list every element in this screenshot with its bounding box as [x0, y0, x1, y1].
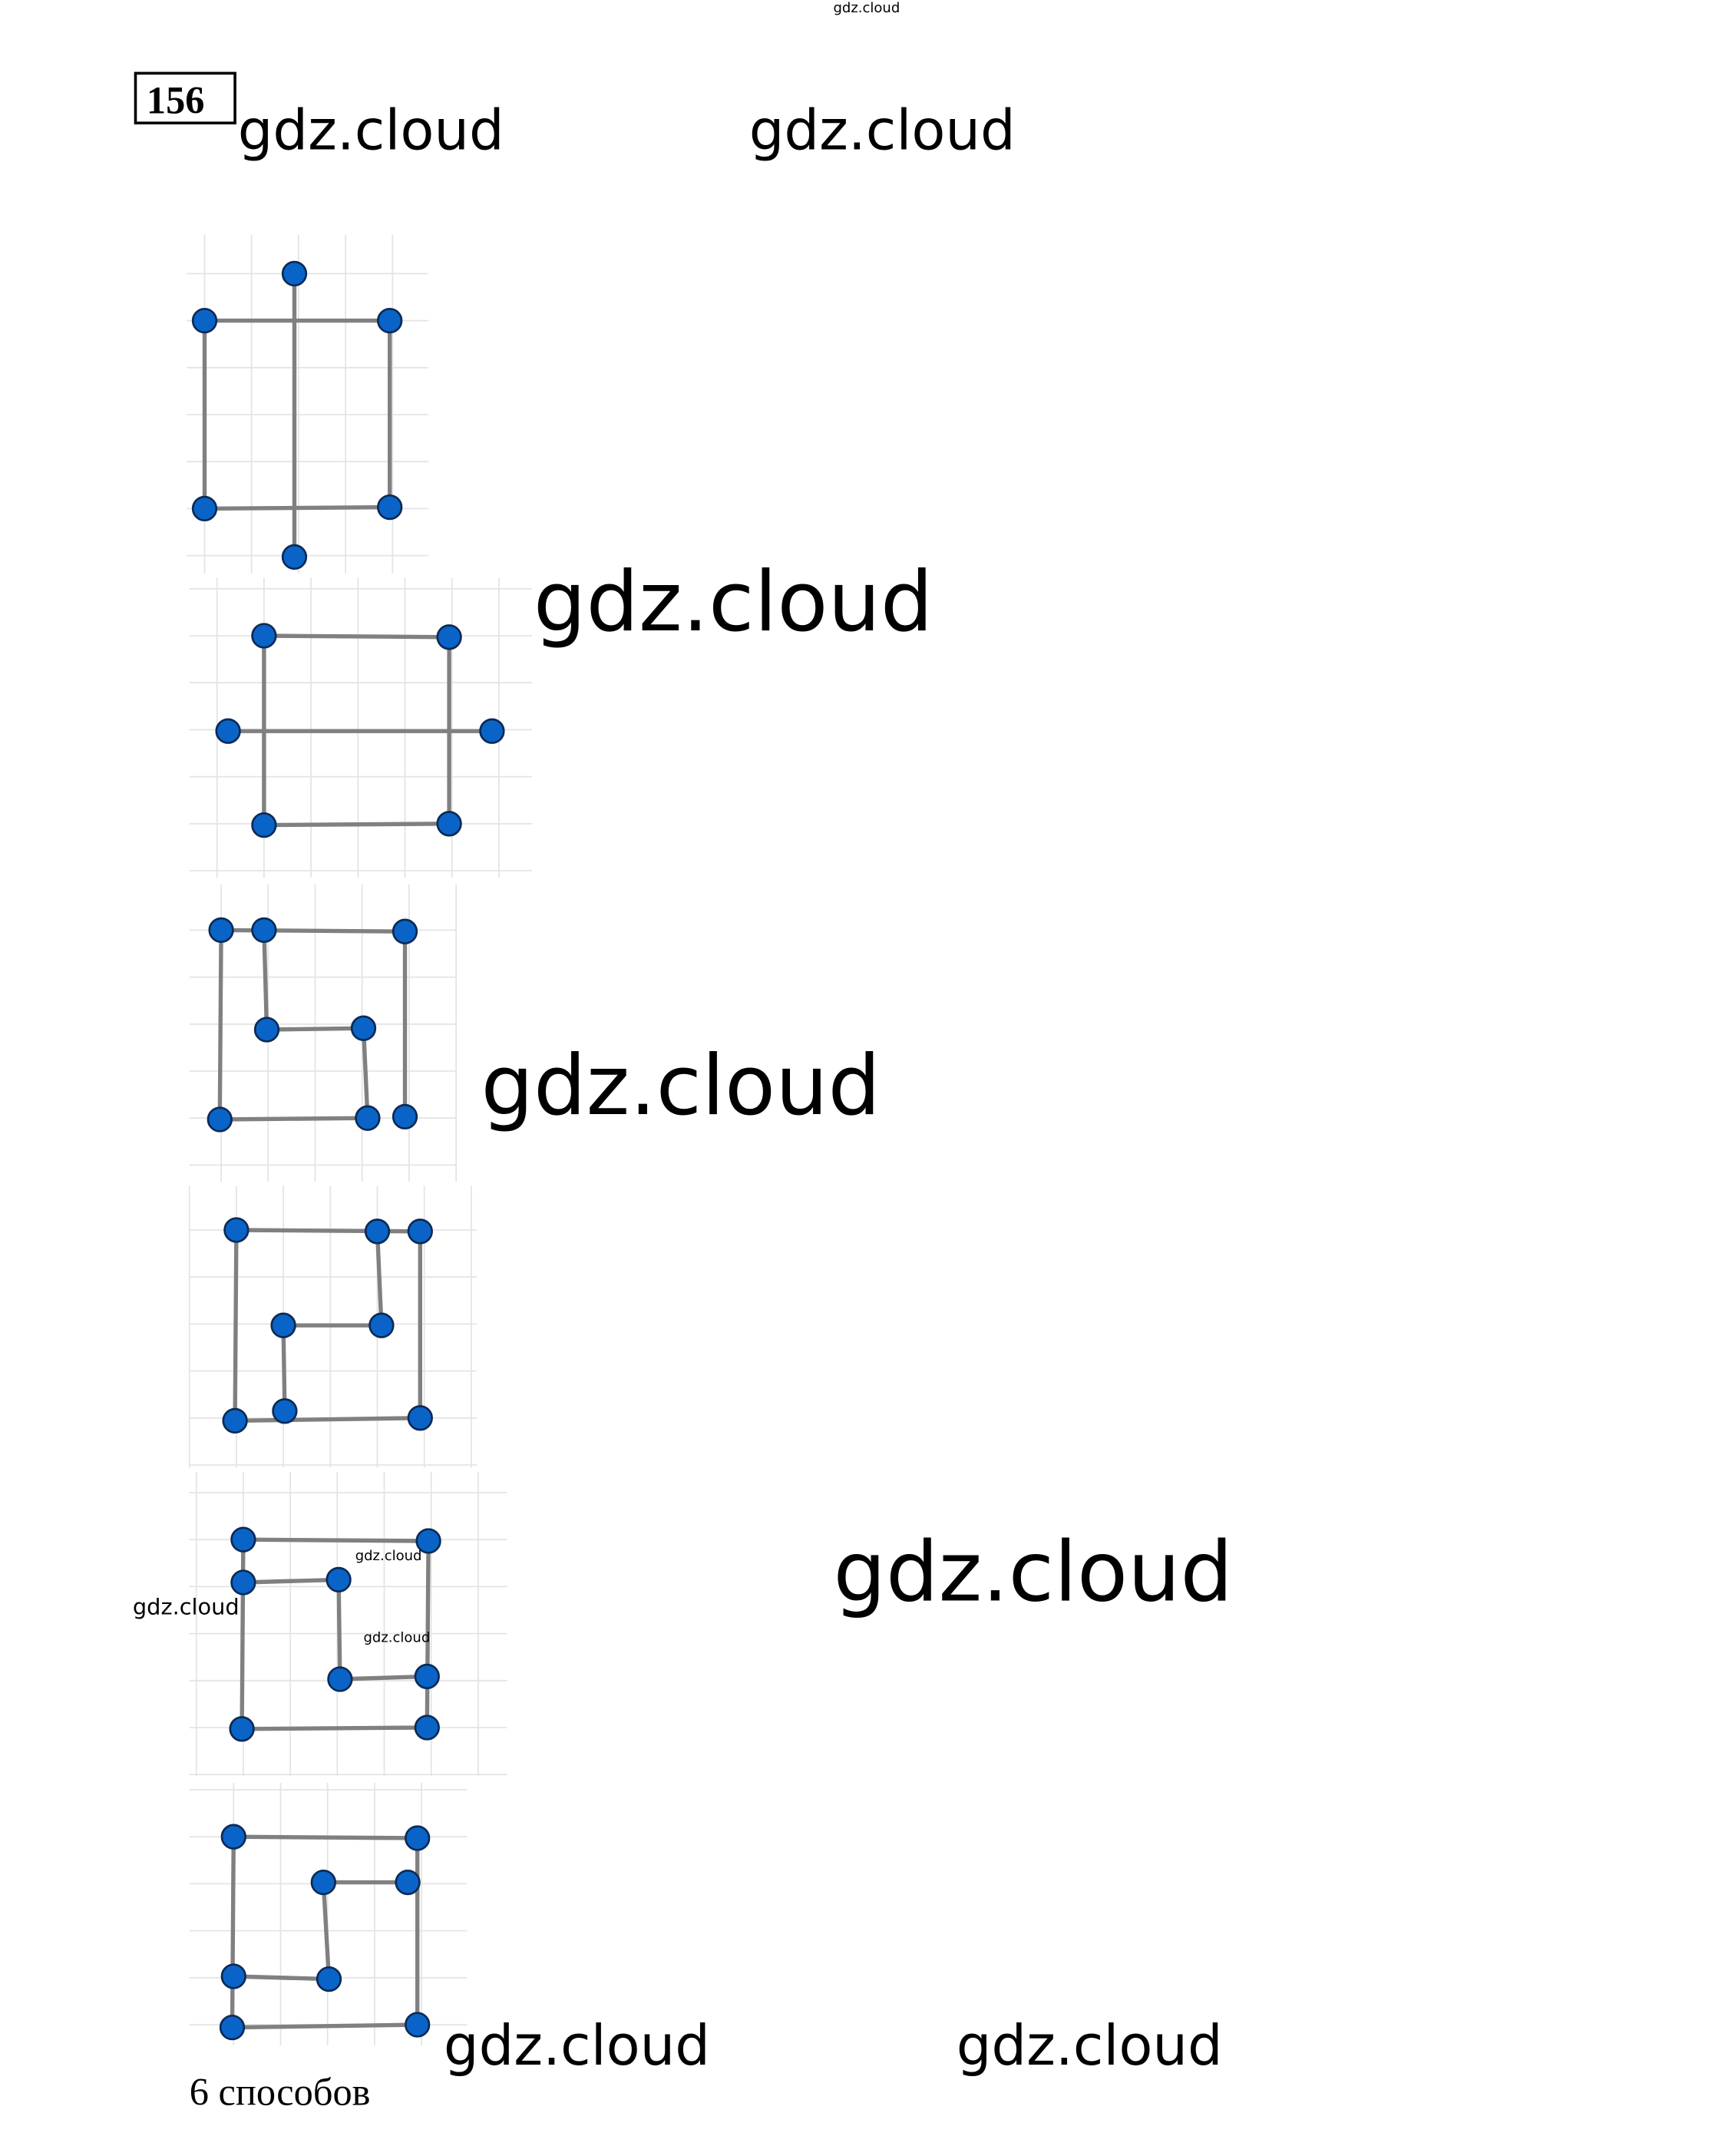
- point: [251, 623, 277, 649]
- point: [281, 260, 308, 287]
- watermark-small: gdz.cloud: [355, 1548, 422, 1564]
- point: [407, 1219, 433, 1245]
- point: [310, 1869, 336, 1896]
- point: [222, 1407, 248, 1434]
- point: [405, 1825, 431, 1851]
- segment: [262, 930, 269, 1030]
- segment: [321, 1882, 332, 1979]
- watermark-small: gdz.cloud: [133, 1593, 240, 1619]
- task-number-box: [134, 71, 236, 124]
- point: [191, 495, 218, 522]
- watermark: gdz.cloud: [749, 98, 1016, 162]
- figure-6: [189, 1783, 468, 2045]
- watermark-tiny: gdz.cloud: [834, 0, 900, 16]
- point: [407, 1405, 433, 1431]
- point: [251, 812, 277, 838]
- point: [405, 2012, 431, 2038]
- point: [414, 1715, 440, 1741]
- segment: [230, 1837, 236, 2028]
- segment: [336, 1579, 342, 1680]
- figure-2: [189, 577, 533, 878]
- point: [355, 1105, 381, 1131]
- point: [368, 1312, 395, 1338]
- point: [230, 1569, 256, 1596]
- segment: [233, 1229, 239, 1421]
- point: [392, 1103, 418, 1130]
- watermark: gdz.cloud: [534, 554, 934, 650]
- point: [208, 917, 234, 944]
- point: [327, 1666, 353, 1692]
- segment: [220, 1116, 368, 1122]
- task-number: 156: [147, 79, 205, 122]
- segment: [361, 1028, 370, 1119]
- segment: [263, 633, 450, 640]
- point: [230, 1526, 256, 1553]
- point: [219, 2014, 246, 2041]
- point: [270, 1312, 296, 1338]
- point: [436, 624, 462, 650]
- point: [229, 1716, 255, 1742]
- segment: [425, 1540, 431, 1728]
- answer-text: 6 способов: [190, 2070, 371, 2113]
- point: [220, 1824, 246, 1850]
- segment: [339, 1674, 428, 1681]
- watermark: gdz.cloud: [444, 2013, 710, 2078]
- segment: [243, 1577, 339, 1585]
- segment: [266, 1026, 364, 1032]
- point: [272, 1398, 298, 1424]
- segment: [281, 1325, 287, 1411]
- segment: [235, 1416, 421, 1424]
- point: [316, 1966, 342, 1992]
- watermark-small: gdz.cloud: [364, 1629, 431, 1645]
- point: [223, 1217, 249, 1243]
- watermark: gdz.cloud: [481, 1038, 881, 1134]
- figure-1: [187, 235, 429, 574]
- segment: [233, 1834, 418, 1840]
- watermark: gdz.cloud: [957, 2013, 1223, 2078]
- figures: [187, 235, 533, 2045]
- segment: [204, 504, 390, 511]
- segment: [217, 930, 223, 1120]
- point: [350, 1015, 377, 1041]
- segment: [240, 1539, 246, 1729]
- point: [415, 1528, 441, 1554]
- point: [207, 1106, 233, 1133]
- point: [251, 917, 277, 944]
- segment: [243, 1537, 429, 1543]
- figure-4: [188, 1185, 477, 1468]
- watermark: gdz.cloud: [238, 98, 504, 162]
- point: [281, 544, 308, 570]
- segment: [232, 2022, 418, 2030]
- point: [364, 1219, 391, 1245]
- point: [191, 307, 218, 334]
- point: [377, 307, 403, 334]
- point: [325, 1566, 352, 1593]
- segment: [242, 1725, 428, 1731]
- segment: [233, 1974, 329, 1982]
- figure-3: [189, 885, 457, 1182]
- segment: [375, 1231, 384, 1326]
- segment: [221, 928, 405, 934]
- point: [395, 1869, 421, 1896]
- point: [377, 494, 403, 521]
- point: [414, 1663, 440, 1690]
- point: [436, 811, 462, 837]
- figure-5: [189, 1472, 507, 1776]
- point: [392, 918, 418, 944]
- watermark: gdz.cloud: [834, 1524, 1234, 1620]
- point: [253, 1017, 280, 1043]
- point: [215, 718, 241, 744]
- point: [479, 718, 505, 744]
- segment: [236, 1228, 421, 1234]
- segment: [263, 822, 450, 828]
- point: [220, 1963, 246, 1989]
